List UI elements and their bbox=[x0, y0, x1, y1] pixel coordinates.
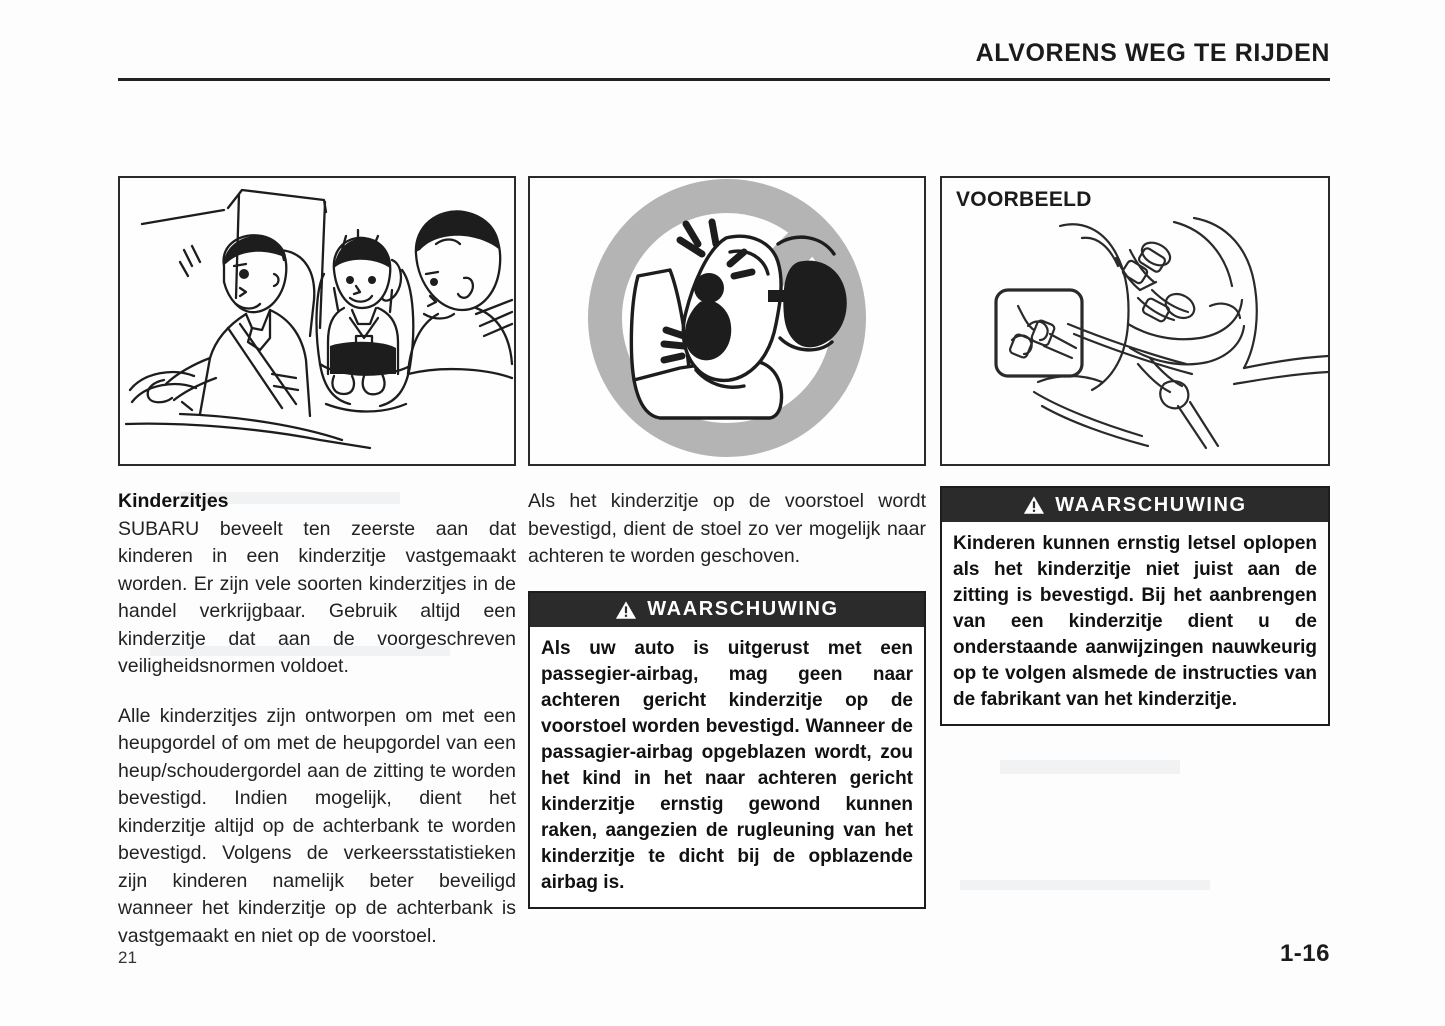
warning-triangle-icon bbox=[615, 600, 637, 620]
no-rear-facing-child-seat-front-airbag-illustration bbox=[588, 179, 866, 457]
page-header: ALVORENS WEG TE RIJDEN bbox=[118, 39, 1330, 82]
left-paragraph-2: Alle kinderzitjes zijn ontworpen om met … bbox=[118, 704, 516, 947]
middle-column-text: Als het kinderzitje op de voorstoel word… bbox=[528, 488, 926, 571]
warning-box-airbag: WAARSCHUWING Als uw auto is uitgerust me… bbox=[528, 590, 926, 909]
warning-header-bar: WAARSCHUWING bbox=[942, 488, 1328, 522]
middle-column: Als het kinderzitje op de voorstoel word… bbox=[528, 176, 926, 950]
warning-box-child-seat: WAARSCHUWING Kinderen kunnen ernstig let… bbox=[940, 486, 1330, 726]
warning-header-bar: WAARSCHUWING bbox=[530, 592, 924, 627]
figure-child-seat-example: VOORBEELD bbox=[940, 176, 1330, 466]
page-number: 21 bbox=[118, 948, 137, 967]
figure-no-rear-facing-seat bbox=[528, 176, 926, 466]
header-divider bbox=[118, 78, 1330, 82]
figure-car-interior-children bbox=[118, 176, 516, 466]
child-seat-belt-routing-illustration bbox=[994, 216, 1328, 450]
warning-label: WAARSCHUWING bbox=[647, 598, 839, 620]
page-title: ALVORENS WEG TE RIJDEN bbox=[975, 39, 1330, 67]
warning-text: Kinderen kunnen ernstig letsel oplopen a… bbox=[953, 533, 1317, 710]
warning-label: WAARSCHUWING bbox=[1055, 493, 1247, 516]
section-heading: Kinderzitjes bbox=[118, 490, 229, 512]
warning-triangle-icon bbox=[1023, 495, 1045, 515]
warning-text: Als uw auto is uitgerust met een passegi… bbox=[541, 637, 913, 893]
middle-paragraph-1: Als het kinderzitje op de voorstoel word… bbox=[528, 490, 926, 567]
right-column: VOORBEELD bbox=[940, 176, 1330, 950]
car-interior-children-illustration bbox=[124, 188, 514, 450]
left-paragraph-1-text: SUBARU beveelt ten zeerste aan dat kinde… bbox=[118, 517, 516, 678]
section-number: 1-16 bbox=[1279, 940, 1330, 967]
voorbeeld-label: VOORBEELD bbox=[956, 188, 1092, 211]
